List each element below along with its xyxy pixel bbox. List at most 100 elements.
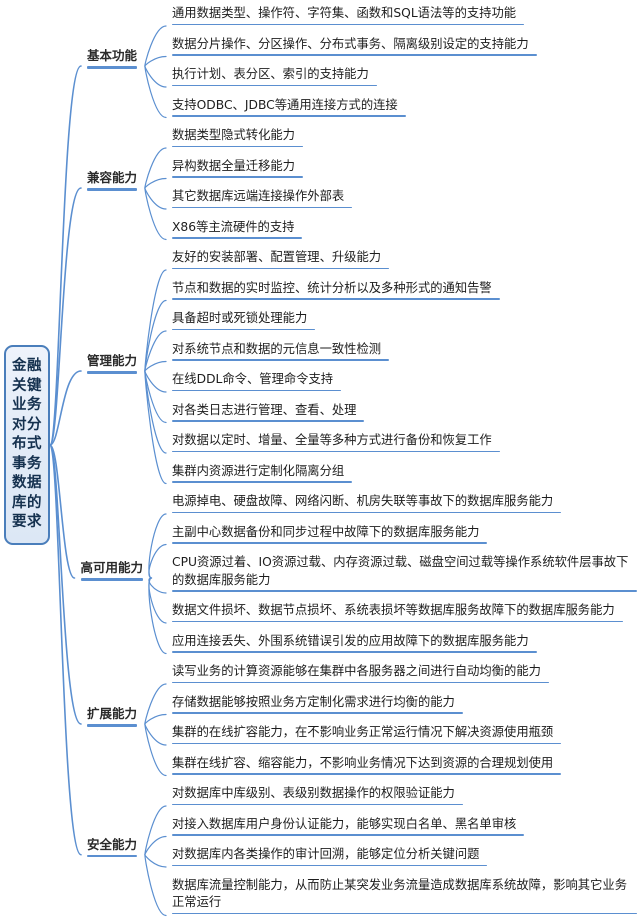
branch-node-2[interactable]: 兼容能力 (83, 170, 141, 193)
leaf-underline (172, 145, 303, 148)
leaf-node[interactable]: 对系统节点和数据的元信息一致性检测 (168, 341, 637, 362)
leaf-underline (172, 834, 524, 836)
leaf-node-label: 集群内资源进行定制化隔离分组 (172, 463, 345, 478)
leaf-node[interactable]: 其它数据库远端连接操作外部表 (168, 188, 637, 209)
branch-node-label: 兼容能力 (87, 170, 138, 185)
leaf-underline (172, 590, 637, 592)
leaf-node-label: 通用数据类型、操作符、字符集、函数和SQL语法等的支持功能 (172, 6, 517, 20)
leaf-node[interactable]: 数据库流量控制能力，从而防止某突发业务流量造成数据库系统故障，影响其它业务正常运… (168, 877, 637, 916)
leaf-node-label: 存储数据能够按照业务方定制化需求进行均衡的能力 (172, 694, 455, 709)
branch-underline (87, 371, 138, 374)
leaf-node[interactable]: 集群在线扩容、缩容能力，不影响业务情况下达到资源的合理规划使用 (168, 755, 637, 776)
leaf-node-label: 集群的在线扩容能力，在不影响业务正常运行情况下解决资源使用瓶颈 (172, 725, 554, 739)
leaf-underline (172, 620, 623, 623)
leaf-node[interactable]: 对各类日志进行管理、查看、处理 (168, 402, 637, 423)
leaf-node-label: 数据库流量控制能力，从而防止某突发业务流量造成数据库系统故障，影响其它业务正常运… (172, 877, 627, 910)
leaf-node[interactable]: 集群内资源进行定制化隔离分组 (168, 463, 637, 484)
leaf-node-label: 对系统节点和数据的元信息一致性检测 (172, 341, 382, 356)
leaf-underline (172, 389, 341, 392)
leaf-node-label: 具备超时或死锁处理能力 (172, 311, 308, 325)
leaf-underline (172, 912, 637, 915)
leaf-underline (172, 542, 487, 544)
leaf-underline (172, 742, 561, 745)
leaf-node[interactable]: 对数据库内各类操作的审计回溯，能够定位分析关键问题 (168, 846, 637, 867)
leaf-underline (172, 267, 389, 270)
leaf-node-label: 友好的安装部署、配置管理、升级能力 (172, 250, 382, 264)
branch-node-3[interactable]: 管理能力 (83, 353, 141, 376)
leaf-node[interactable]: 通用数据类型、操作符、字符集、函数和SQL语法等的支持功能 (168, 5, 637, 26)
leaf-node[interactable]: 数据类型隐式转化能力 (168, 127, 637, 148)
leaf-node[interactable]: X86等主流硬件的支持 (168, 219, 637, 240)
branch-underline (87, 724, 138, 727)
leaf-underline (172, 298, 500, 300)
leaf-node[interactable]: 对数据以定时、增量、全量等多种方式进行备份和恢复工作 (168, 432, 637, 453)
leaf-node-label: 集群在线扩容、缩容能力，不影响业务情况下达到资源的合理规划使用 (172, 755, 554, 770)
leaf-node[interactable]: 友好的安装部署、配置管理、升级能力 (168, 249, 637, 270)
leaf-node[interactable]: 存储数据能够按照业务方定制化需求进行均衡的能力 (168, 694, 637, 715)
branch-underline (87, 66, 138, 69)
branch-node-label: 高可用能力 (80, 560, 144, 575)
leaf-underline (172, 712, 463, 714)
leaf-underline (172, 511, 561, 514)
leaf-underline (172, 54, 537, 56)
leaf-node[interactable]: 支持ODBC、JDBC等通用连接方式的连接 (168, 97, 637, 118)
leaf-underline (172, 651, 537, 653)
leaf-node[interactable]: 执行计划、表分区、索引的支持能力 (168, 66, 637, 87)
branch-node-1[interactable]: 基本功能 (83, 48, 141, 71)
branch-node-5[interactable]: 扩展能力 (83, 706, 141, 729)
leaf-node-label: CPU资源过着、IO资源过载、内存资源过载、磁盘空间过载等操作系统软件层事故下的… (172, 555, 629, 587)
leaf-node[interactable]: 集群的在线扩容能力，在不影响业务正常运行情况下解决资源使用瓶颈 (168, 724, 637, 745)
leaf-node-label: 读写业务的计算资源能够在集群中各服务器之间进行自动均衡的能力 (172, 664, 541, 678)
leaf-node-label: 支持ODBC、JDBC等通用连接方式的连接 (172, 97, 398, 112)
leaf-node-label: 其它数据库远端连接操作外部表 (172, 189, 345, 203)
branch-node-4[interactable]: 高可用能力 (77, 560, 148, 583)
leaf-node-label: 数据分片操作、分区操作、分布式事务、隔离级别设定的支持能力 (172, 36, 529, 51)
leaf-node-label: 节点和数据的实时监控、统计分析以及多种形式的通知告警 (172, 280, 492, 295)
leaf-node-label: 对数据以定时、增量、全量等多种方式进行备份和恢复工作 (172, 433, 492, 447)
leaf-node-label: 异构数据全量迁移能力 (172, 158, 295, 173)
leaf-node[interactable]: 节点和数据的实时监控、统计分析以及多种形式的通知告警 (168, 280, 637, 301)
branch-node-label: 基本功能 (87, 48, 138, 63)
leaf-node-label: 主副中心数据备份和同步过程中故障下的数据库服务能力 (172, 524, 480, 539)
leaf-underline (172, 115, 406, 117)
leaf-node[interactable]: 异构数据全量迁移能力 (168, 158, 637, 179)
leaf-node[interactable]: 在线DDL命令、管理命令支持 (168, 371, 637, 392)
leaf-node-label: 对数据库内各类操作的审计回溯，能够定位分析关键问题 (172, 847, 480, 861)
leaf-underline (172, 481, 352, 483)
branch-node-6[interactable]: 安全能力 (83, 837, 141, 860)
leaf-node-label: 电源掉电、硬盘故障、网络闪断、机房失联等事故下的数据库服务能力 (172, 494, 554, 508)
leaf-underline (172, 420, 364, 422)
root-node[interactable]: 金融关键业务对分布式事务数据库的要求 (4, 345, 50, 545)
leaf-node[interactable]: 对数据库中库级别、表级别数据操作的权限验证能力 (168, 785, 637, 806)
branch-node-label: 管理能力 (87, 353, 138, 368)
leaf-underline (172, 864, 487, 867)
branch-node-label: 安全能力 (87, 836, 138, 852)
root-node-label: 金融关键业务对分布式事务数据库的要求 (12, 358, 42, 531)
leaf-underline (172, 176, 303, 178)
leaf-node-label: 应用连接丢失、外围系统错误引发的应用故障下的数据库服务能力 (172, 633, 529, 648)
leaf-node-label: 执行计划、表分区、索引的支持能力 (172, 67, 369, 81)
leaf-underline (172, 681, 549, 684)
branch-node-label: 扩展能力 (87, 706, 138, 721)
leaf-underline (172, 237, 302, 239)
leaf-underline (172, 773, 561, 775)
leaf-node[interactable]: 数据文件损坏、数据节点损坏、系统表损坏等数据库服务故障下的数据库服务能力 (168, 602, 637, 623)
leaf-node[interactable]: 数据分片操作、分区操作、分布式事务、隔离级别设定的支持能力 (168, 36, 637, 57)
branch-underline (80, 578, 144, 581)
leaf-underline (172, 803, 463, 806)
leaf-node[interactable]: 应用连接丢失、外围系统错误引发的应用故障下的数据库服务能力 (168, 633, 637, 654)
branch-underline (87, 188, 138, 191)
leaf-node-label: 对数据库中库级别、表级别数据操作的权限验证能力 (172, 786, 455, 800)
leaf-node[interactable]: 具备超时或死锁处理能力 (168, 310, 637, 331)
leaf-underline (172, 328, 315, 331)
leaf-underline (172, 206, 352, 209)
leaf-node[interactable]: 主副中心数据备份和同步过程中故障下的数据库服务能力 (168, 524, 637, 545)
leaf-node[interactable]: 对接入数据库用户身份认证能力，能够实现白名单、黑名单审核 (168, 816, 637, 837)
leaf-node-label: 在线DDL命令、管理命令支持 (172, 372, 334, 386)
leaf-node-label: 对各类日志进行管理、查看、处理 (172, 402, 357, 417)
leaf-node[interactable]: 电源掉电、硬盘故障、网络闪断、机房失联等事故下的数据库服务能力 (168, 493, 637, 514)
leaf-node[interactable]: CPU资源过着、IO资源过载、内存资源过载、磁盘空间过载等操作系统软件层事故下的… (168, 554, 637, 593)
leaf-node[interactable]: 读写业务的计算资源能够在集群中各服务器之间进行自动均衡的能力 (168, 663, 637, 684)
leaf-underline (172, 23, 524, 26)
